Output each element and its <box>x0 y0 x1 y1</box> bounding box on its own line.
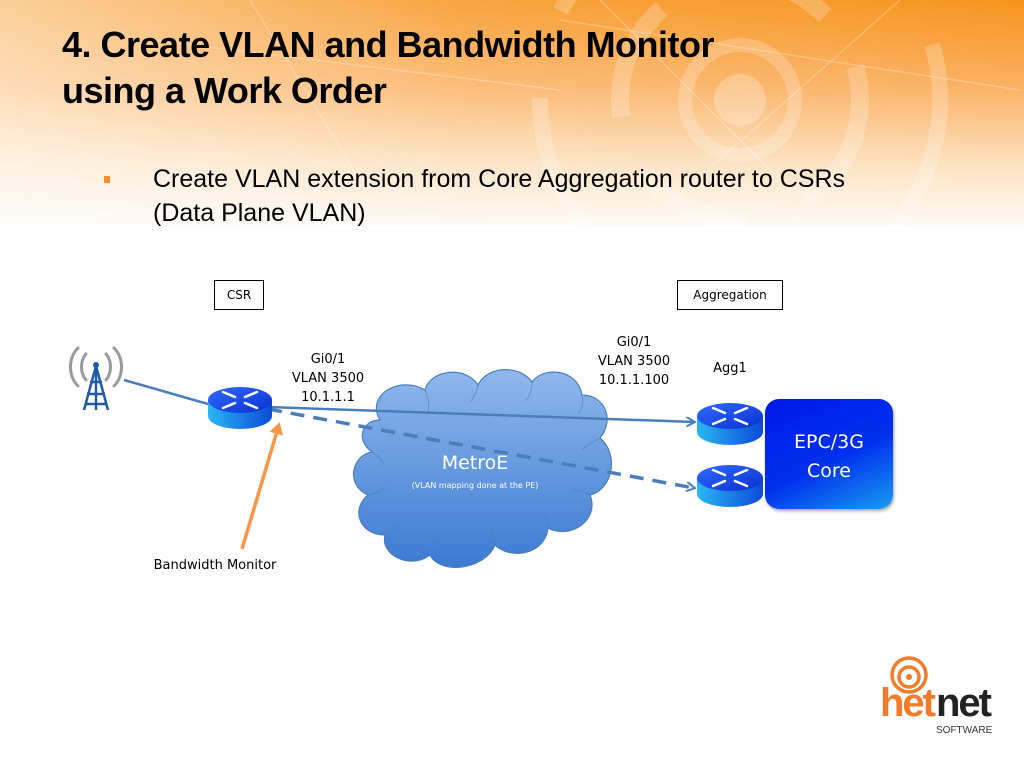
cloud-subtitle: (VLAN mapping done at the PE) <box>411 481 539 490</box>
epc-core-box <box>765 399 893 509</box>
agg-interface-info: Gi0/1 VLAN 3500 10.1.1.100 <box>584 333 684 390</box>
title-line-1: 4. Create VLAN and Bandwidth Monitor <box>62 24 715 65</box>
cell-tower-icon <box>69 346 123 411</box>
csr-ip: 10.1.1.1 <box>301 390 355 405</box>
cloud-title: MetroE <box>441 452 509 474</box>
logo-net: net <box>936 681 992 725</box>
core-line-2: Core <box>807 460 851 482</box>
core-line-1: EPC/3G <box>794 431 864 453</box>
csr-interface-info: Gi0/1 VLAN 3500 10.1.1.1 <box>278 350 378 407</box>
logo-het: het <box>880 681 936 725</box>
agg1-router-icon <box>697 403 763 445</box>
agg1-label: Agg1 <box>713 361 747 376</box>
logo-tagline: SOFTWARE <box>936 725 993 736</box>
vlan-link-dashed <box>267 407 694 488</box>
epc-core-label: EPC/3G Core <box>765 428 893 486</box>
bandwidth-monitor-arrow <box>240 422 283 550</box>
hetnet-logo: het net SOFTWARE <box>880 655 1000 745</box>
csr-vlan: VLAN 3500 <box>291 371 365 386</box>
agg-ip: 10.1.1.100 <box>598 373 670 388</box>
wifi-signal-icon <box>890 656 928 694</box>
agg-port: Gi0/1 <box>616 335 652 350</box>
metroe-cloud-icon <box>353 369 613 568</box>
bandwidth-monitor-label: Bandwidth Monitor <box>153 558 277 573</box>
vlan-link-solid <box>267 405 694 422</box>
csr-label-box: CSR <box>214 280 264 310</box>
tower-csr-link <box>123 378 216 408</box>
agg2-router-icon <box>697 465 763 507</box>
bullet-square-icon <box>104 176 110 183</box>
slide-title: 4. Create VLAN and Bandwidth Monitor usi… <box>62 22 715 114</box>
csr-router-icon <box>208 387 272 429</box>
bullet-line-2: (Data Plane VLAN) <box>153 199 366 227</box>
aggregation-label-box: Aggregation <box>677 280 783 310</box>
agg-vlan: VLAN 3500 <box>597 354 671 369</box>
bullet-line-1: Create VLAN extension from Core Aggregat… <box>153 165 846 193</box>
bullet-text: Create VLAN extension from Core Aggregat… <box>153 162 845 230</box>
csr-port: Gi0/1 <box>310 352 346 367</box>
title-line-2: using a Work Order <box>62 70 387 111</box>
